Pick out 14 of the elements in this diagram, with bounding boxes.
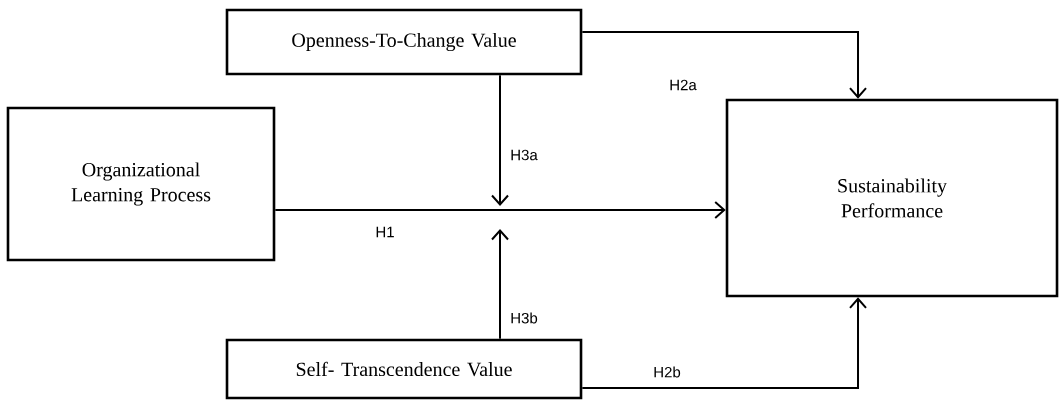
arrow [581, 297, 867, 389]
concept-box: Organizational Learning Process [6, 106, 276, 262]
concept-box: Self- Transcendence Value [225, 338, 583, 400]
edge-label: H1 [374, 225, 396, 239]
edge-label: H3a [509, 148, 539, 162]
edge-label: H3b [509, 311, 539, 325]
concept-box: Openness-To-Change Value [225, 8, 583, 76]
arrow [274, 201, 726, 219]
edge-label: H2a [668, 78, 698, 92]
concept-box: Sustainability Performance [725, 98, 1059, 298]
arrow [581, 31, 867, 99]
edge-label: H2b [652, 365, 682, 379]
arrow [491, 74, 509, 206]
arrow [491, 229, 509, 340]
